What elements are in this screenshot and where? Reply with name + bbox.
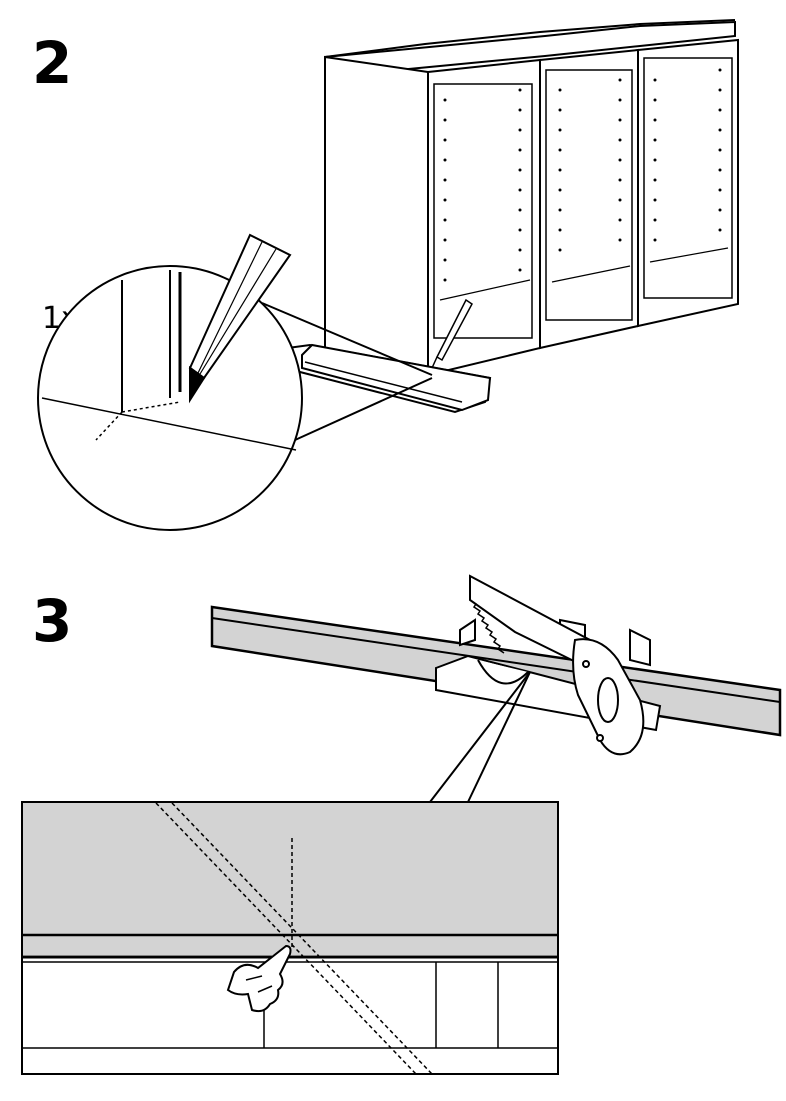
- saw: [469, 574, 645, 756]
- step-2-number: 2: [32, 29, 73, 97]
- pencil-large: [188, 233, 292, 404]
- pencil-small: [431, 298, 473, 369]
- zoom-detail: [41, 270, 297, 451]
- cabinet-frames-illustration: [324, 19, 739, 384]
- detail-box: [21, 801, 559, 1075]
- step-3-number: 3: [32, 587, 73, 655]
- zoom-pointer: [429, 671, 531, 803]
- plinth-rail: [234, 343, 492, 414]
- pointing-hand-icon: [226, 944, 292, 1013]
